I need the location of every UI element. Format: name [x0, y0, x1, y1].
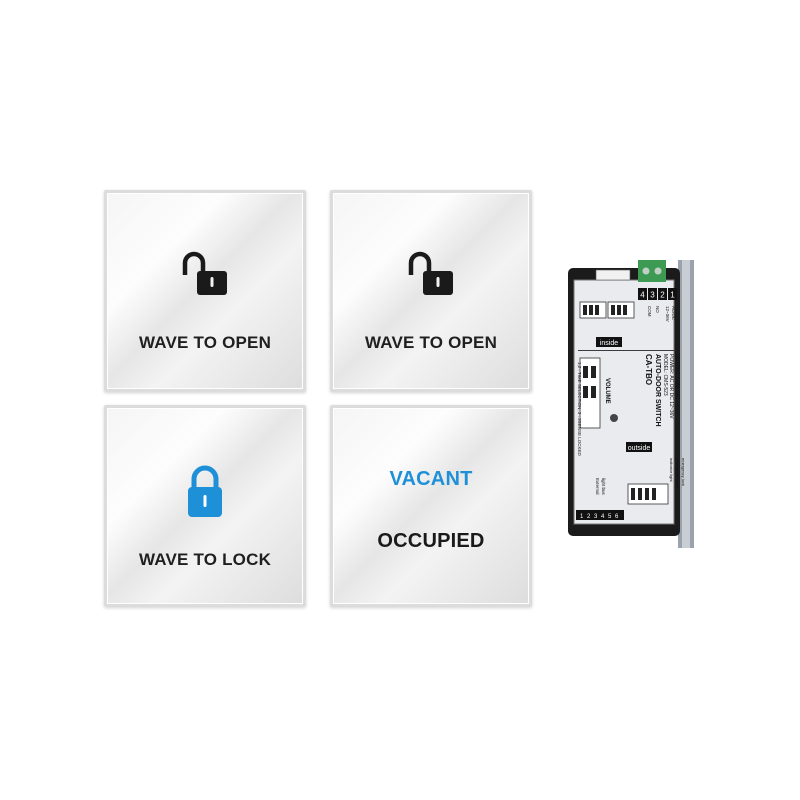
unlock-icon — [408, 251, 453, 295]
terminal-number: 4 — [640, 291, 645, 300]
terminal-label: AC/DC — [671, 306, 676, 321]
side-label: indicator light — [669, 458, 674, 482]
title-label: AUTO-DOOR SWITCH — [654, 354, 661, 427]
side-label-block: External light bus — [595, 478, 606, 496]
terminal-label: 12~36V — [665, 306, 670, 322]
panel-label: WAVE TO LOCK — [138, 550, 272, 569]
bottom-terminal-strip — [576, 510, 624, 520]
bottom-terminal: 1 — [580, 514, 584, 520]
inside-tag — [596, 337, 622, 347]
side-label-block-2: indicator light emergency open emergency… — [669, 458, 686, 488]
inside-label: inside — [600, 340, 618, 347]
volume-label-block: VOLUME — [604, 378, 610, 404]
side-label: emergency open — [675, 458, 680, 488]
brand-label: CA-TBO — [644, 354, 653, 385]
bottom-terminal: 2 — [587, 514, 591, 520]
terminal-numbers: 4 3 2 1 — [638, 288, 677, 300]
volume-knob — [610, 414, 618, 422]
wave-to-open-panel-1[interactable]: WAVE TO OPEN — [104, 190, 306, 392]
terminal-number: 3 — [650, 291, 655, 300]
occupied-label: OCCUPIED — [377, 530, 485, 552]
bottom-terminal: 5 — [608, 514, 612, 520]
power-label: POWER: AC OR DC 12~36V — [668, 354, 674, 419]
wave-to-open-panel-2[interactable]: WAVE TO OPEN — [330, 190, 532, 392]
pin-header — [595, 269, 631, 281]
side-label: light bus — [601, 478, 606, 496]
outside-tag — [626, 442, 652, 452]
terminal-block — [638, 260, 666, 282]
outside-label: outside — [628, 445, 651, 452]
panel-label: WAVE TO OPEN — [138, 333, 272, 352]
model-label: MODEL: CMS-523 — [662, 354, 668, 396]
unlock-icon — [182, 251, 227, 295]
side-label: emergency lock — [681, 458, 686, 486]
terminal-label: NO — [655, 306, 660, 313]
output-label: OUTPUT: COM, NO — [674, 354, 680, 399]
panel-label: WAVE TO OPEN — [364, 333, 498, 352]
wave-to-lock-panel[interactable]: WAVE TO LOCK — [104, 405, 306, 607]
vacant-label: VACANT — [389, 468, 473, 490]
lock-icon — [188, 465, 222, 517]
terminal-label: COM — [647, 306, 652, 317]
volume-label: VOLUME — [604, 378, 610, 404]
bottom-terminal: 3 — [594, 514, 598, 520]
terminal-labels: AC/DC 12~36V NO COM — [647, 306, 676, 322]
time-selection-label: 1,2 : TIME SELECTION; 3 : 3SENSE LOCKED — [577, 362, 582, 456]
terminal-number: 1 — [670, 291, 675, 300]
label-block: CA-TBO AUTO-DOOR SWITCH MODEL: CMS-523 P… — [644, 354, 680, 427]
controller-module: 4 3 2 1 inside CA-TBO AUTO-DOOR SWITCH M… — [568, 260, 694, 548]
terminal-number: 2 — [660, 291, 665, 300]
vacancy-panel[interactable]: VACANT OCCUPIED — [330, 405, 532, 607]
time-selection-block: 1,2 : TIME SELECTION; 3 : 3SENSE LOCKED — [577, 362, 582, 456]
side-label: External — [595, 478, 600, 495]
bottom-terminal: 4 — [601, 514, 605, 520]
bottom-terminal: 6 — [615, 514, 619, 520]
